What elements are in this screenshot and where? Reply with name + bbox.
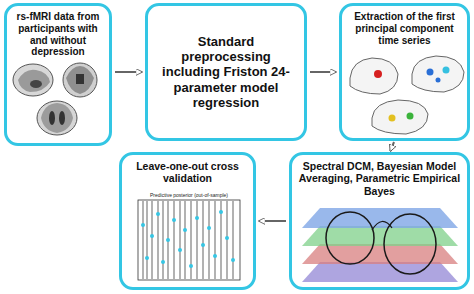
brain-slices [13, 63, 97, 135]
box-text: Standard preprocessing including Friston… [154, 34, 298, 111]
network-planes [302, 208, 458, 282]
process-box: Standard preprocessing including Friston… [145, 3, 307, 141]
scatter-chart [138, 200, 240, 280]
brain-regions [350, 56, 464, 134]
box-text: Spectral DCM, Bayesian Model Averaging, … [298, 160, 461, 197]
chart-title: Predictive posterior (out-of-sample) [150, 192, 228, 198]
flow-arrow [259, 220, 286, 222]
flow-arrow [390, 142, 394, 151]
flow-arrow [310, 71, 336, 73]
output-box: Leave-one-out cross validation [119, 152, 256, 290]
box-text: Extraction of the first principal compon… [348, 11, 461, 46]
process-box: Extraction of the first principal compon… [339, 3, 470, 141]
process-box: Spectral DCM, Bayesian Model Averaging, … [289, 152, 470, 290]
box-text: rs-fMRI data from participants with and … [13, 11, 103, 58]
flow-arrow [115, 71, 142, 73]
input-box: rs-fMRI data from participants with and … [4, 3, 112, 146]
box-text: Leave-one-out cross validation [128, 160, 247, 185]
